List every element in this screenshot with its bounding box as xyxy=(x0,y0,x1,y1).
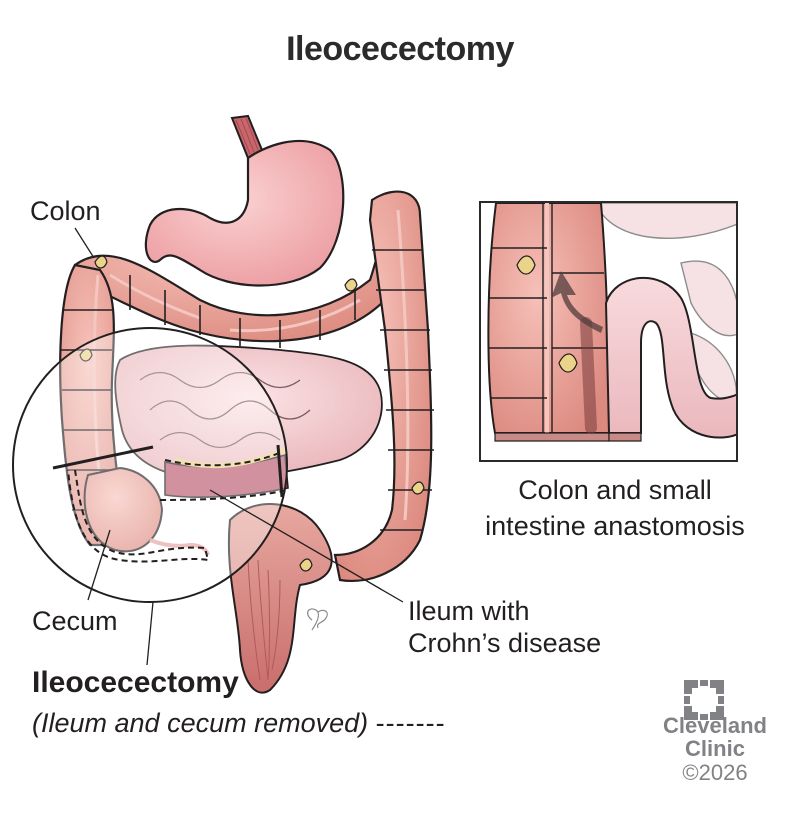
leader-line-colon xyxy=(74,227,95,259)
inset-caption: Colon and small intestine anastomosis xyxy=(440,472,790,544)
leader-line-cecum xyxy=(87,529,111,601)
inset-caption-line2: intestine anastomosis xyxy=(485,511,745,541)
leader-line-ileum xyxy=(209,489,404,603)
label-ileum-line1: Ileum with xyxy=(408,596,530,626)
flow-arrow-icon xyxy=(551,271,603,333)
label-cecum: Cecum xyxy=(32,606,118,636)
small-intestine xyxy=(114,344,383,480)
leader-line-ileocecectomy xyxy=(146,601,154,666)
sigmoid-and-rectum xyxy=(227,503,333,694)
procedure-subtitle-text: (Ileum and cecum removed) xyxy=(32,708,369,738)
copyright: ©2026 xyxy=(682,760,748,785)
label-ileum-line2: Crohn’s disease xyxy=(408,628,602,658)
cut-line-ileum xyxy=(276,444,284,498)
label-ileum: Ileum with Crohn’s disease xyxy=(408,595,601,659)
inset-caption-line1: Colon and small xyxy=(518,475,712,505)
brand-name-line2: Clinic xyxy=(685,736,745,761)
resection-highlight-circle xyxy=(12,327,288,603)
label-colon: Colon xyxy=(30,196,101,226)
resection-dashed-outline xyxy=(67,451,289,563)
cecum xyxy=(83,466,210,556)
brand-name-line1: Cleveland xyxy=(663,713,767,738)
page-title: Ileocecectomy xyxy=(286,30,514,68)
stomach xyxy=(144,139,345,287)
anastomosis-inset xyxy=(479,201,738,462)
cleveland-clinic-cross-icon xyxy=(684,680,724,720)
label-procedure-subtitle: (Ileum and cecum removed) ------- xyxy=(32,707,446,739)
cut-line-colon xyxy=(52,445,154,470)
descending-colon xyxy=(333,190,434,582)
dashed-line-legend: ------- xyxy=(375,708,446,738)
anastomosis-illustration xyxy=(487,203,736,442)
label-procedure-title: Ileocecectomy xyxy=(32,666,239,699)
artist-signature xyxy=(307,608,328,631)
transverse-colon xyxy=(73,198,413,348)
